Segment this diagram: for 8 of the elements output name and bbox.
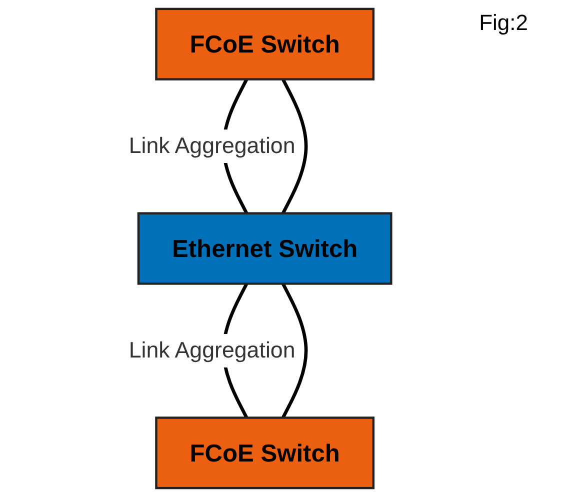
figure-label: Fig:2 (479, 10, 528, 36)
node-box: FCoE Switch (155, 8, 375, 80)
edge-label: Link Aggregation (128, 134, 296, 159)
edge-label: Link Aggregation (128, 338, 296, 363)
node-box: Ethernet Switch (137, 212, 392, 285)
connector (282, 282, 308, 418)
connector (282, 78, 308, 214)
node-box: FCoE Switch (155, 416, 375, 490)
